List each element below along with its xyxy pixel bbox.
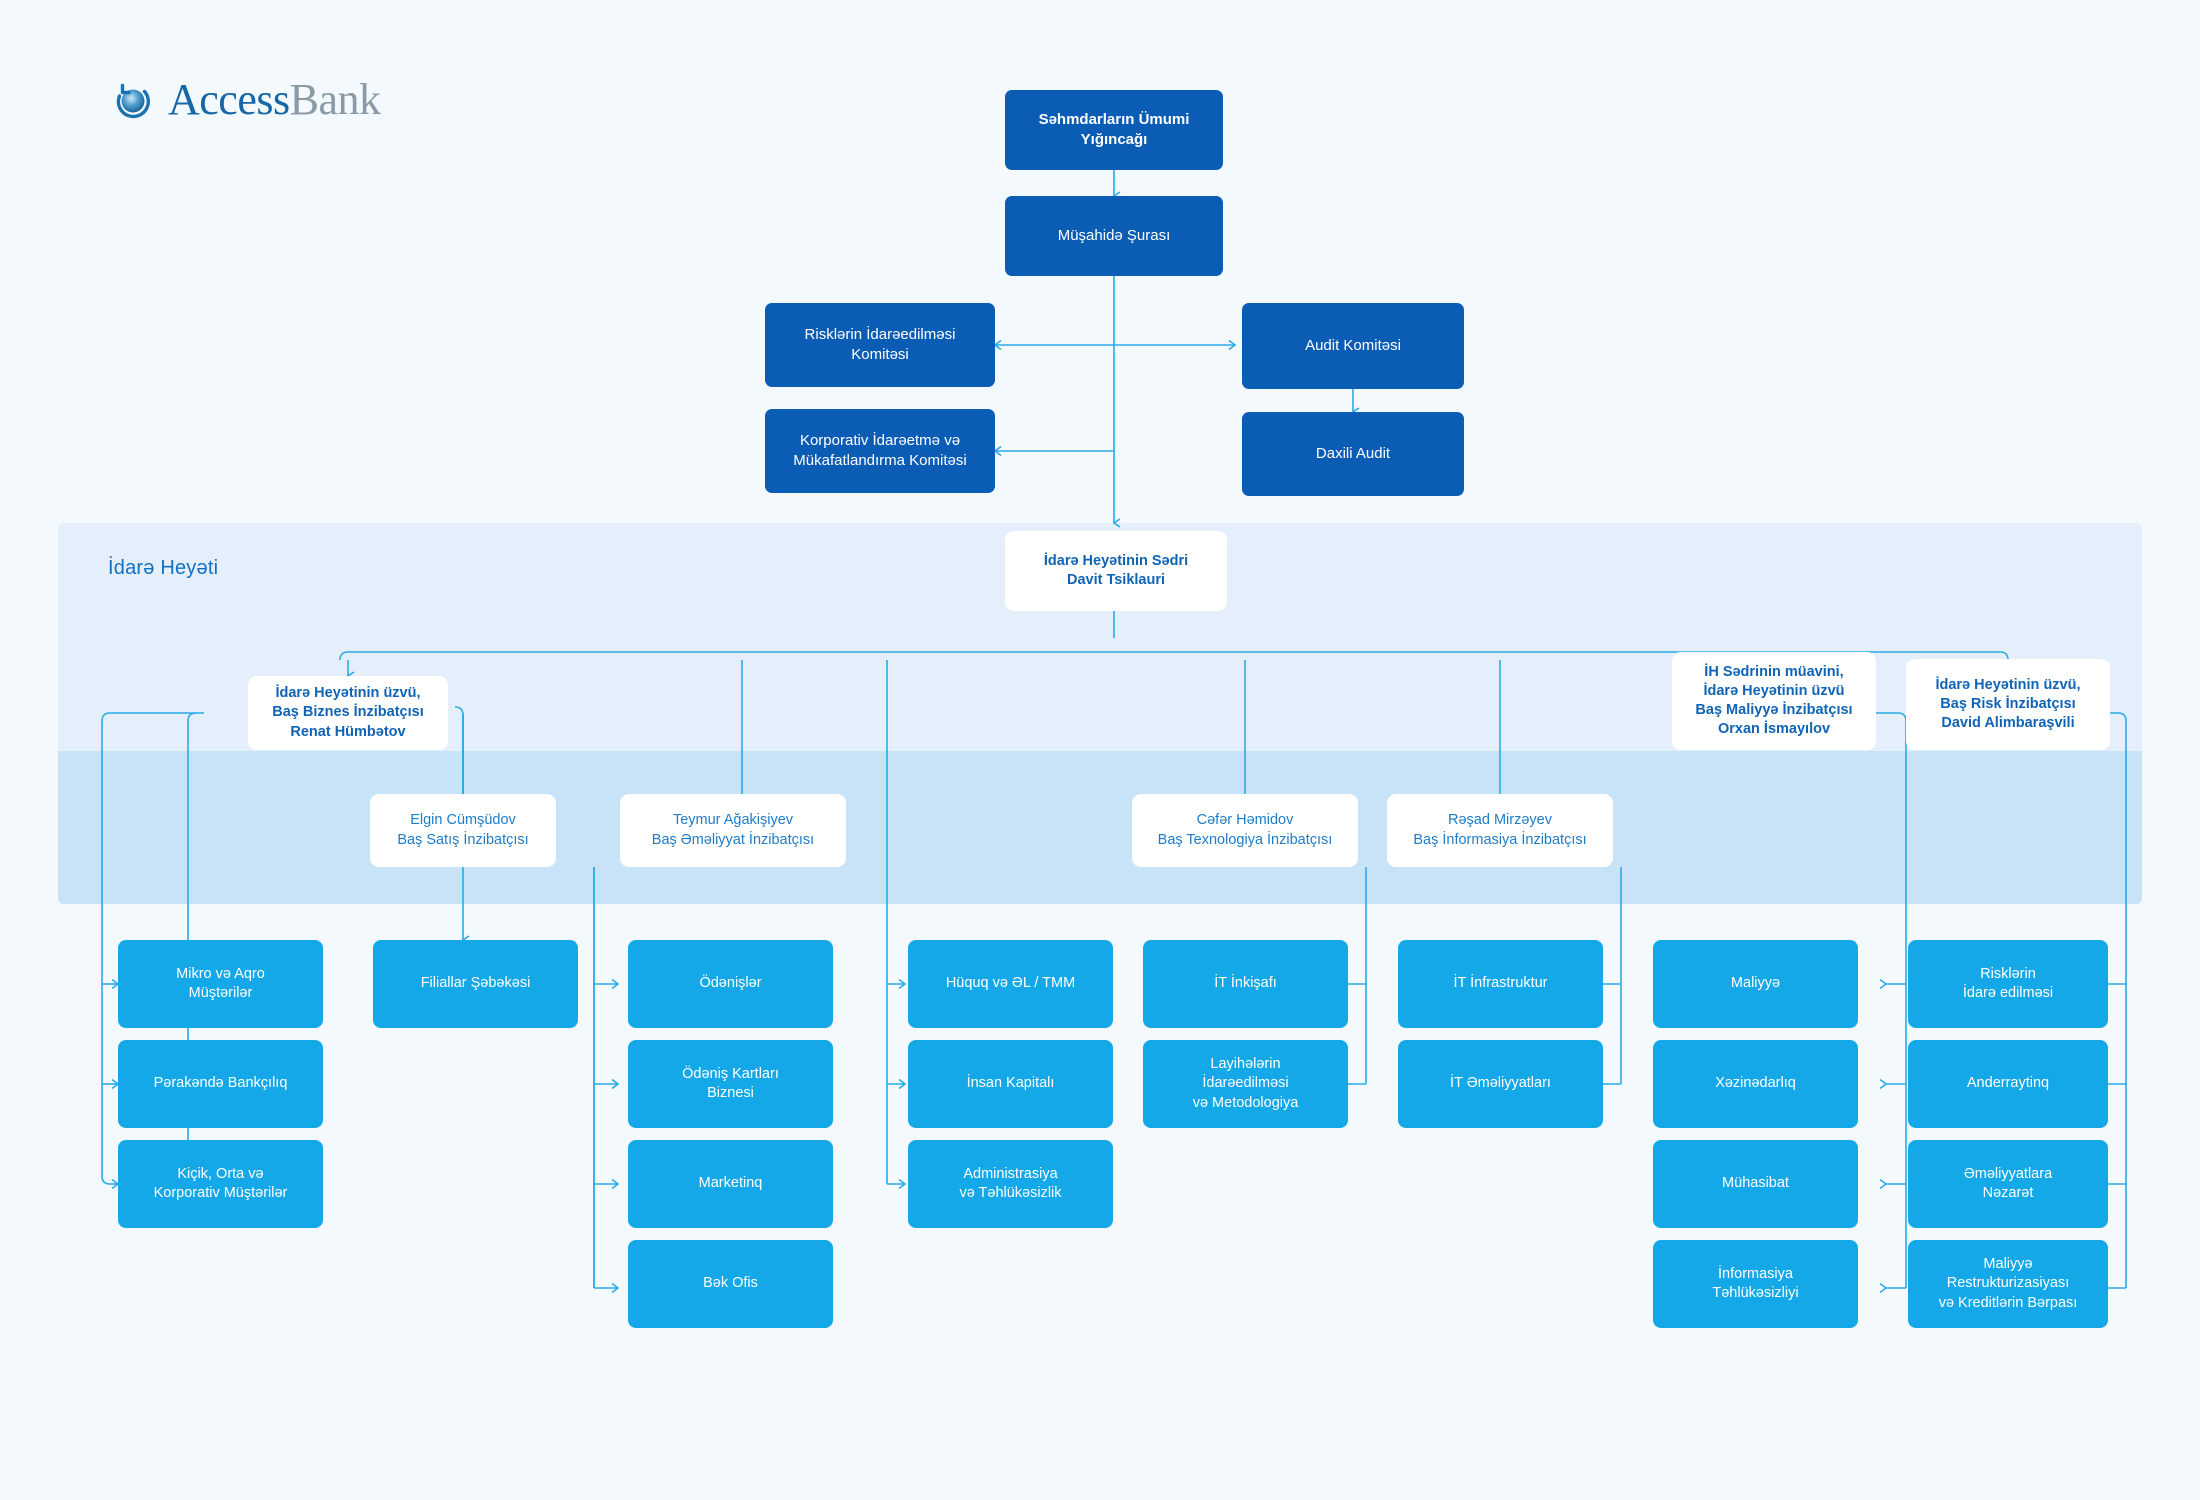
node-dept-accounting[interactable]: Mühasibat (1653, 1140, 1858, 1228)
node-audit-committee[interactable]: Audit Komitəsi (1242, 303, 1464, 389)
node-dept-sme-corporate[interactable]: Kiçik, Orta və Korporativ Müştərilər (118, 1140, 323, 1228)
board-band-label: İdarə Heyəti (108, 557, 219, 579)
node-board-member-cfo[interactable]: İH Sədrinin müavini, İdarə Heyətinin üzv… (1672, 652, 1876, 750)
node-dept-back-office[interactable]: Bək Ofis (628, 1240, 833, 1328)
node-dept-financial-restructuring[interactable]: Maliyyə Restrukturizasiyası və Kreditlər… (1908, 1240, 2108, 1328)
node-dept-human-capital[interactable]: İnsan Kapitalı (908, 1040, 1113, 1128)
node-dept-risk-management[interactable]: Risklərin İdarə edilməsi (1908, 940, 2108, 1028)
node-executive-cto[interactable]: Cəfər Həmidov Baş Texnologiya İnzibatçıs… (1132, 794, 1358, 867)
logo-word-bank: Bank (289, 75, 381, 124)
node-board-member-cbo[interactable]: İdarə Heyətinin üzvü, Baş Biznes İnzibat… (248, 676, 448, 750)
node-dept-retail-banking[interactable]: Pərakəndə Bankçılıq (118, 1040, 323, 1128)
logo-wordmark: AccessBank (168, 78, 381, 122)
node-risk-committee[interactable]: Risklərin İdarəedilməsi Komitəsi (765, 303, 995, 387)
node-dept-it-infrastructure[interactable]: İT İnfrastruktur (1398, 940, 1603, 1028)
node-dept-finance[interactable]: Maliyyə (1653, 940, 1858, 1028)
node-dept-underwriting[interactable]: Anderraytinq (1908, 1040, 2108, 1128)
node-dept-operations-control[interactable]: Əməliyyatlara Nəzarət (1908, 1140, 2108, 1228)
node-executive-cso[interactable]: Elgin Cümşüdov Baş Satış İnzibatçısı (370, 794, 556, 867)
node-dept-legal-tmm[interactable]: Hüquq və ƏL / TMM (908, 940, 1113, 1028)
node-dept-it-operations[interactable]: İT Əməliyyatları (1398, 1040, 1603, 1128)
node-dept-payments[interactable]: Ödənişlər (628, 940, 833, 1028)
node-chairman[interactable]: İdarə Heyətinin Sədri Davit Tsiklauri (1005, 531, 1227, 611)
node-executive-cio[interactable]: Rəşad Mirzəyev Baş İnformasiya İnzibatçı… (1387, 794, 1613, 867)
node-dept-information-security[interactable]: İnformasiya Təhlükəsizliyi (1653, 1240, 1858, 1328)
node-board-member-cro[interactable]: İdarə Heyətinin üzvü, Baş Risk İnzibatçı… (1906, 659, 2110, 750)
node-internal-audit[interactable]: Daxili Audit (1242, 412, 1464, 496)
node-supervisory-board[interactable]: Müşahidə Şurası (1005, 196, 1223, 276)
globe-icon (110, 78, 154, 122)
node-corporate-governance-committee[interactable]: Korporativ İdarəetmə və Mükafatlandırma … (765, 409, 995, 493)
node-dept-administration-security[interactable]: Administrasiya və Təhlükəsizlik (908, 1140, 1113, 1228)
node-dept-it-development[interactable]: İT İnkişafı (1143, 940, 1348, 1028)
node-shareholders-meeting[interactable]: Səhmdarların Ümumi Yığıncağı (1005, 90, 1223, 170)
node-dept-project-management[interactable]: Layihələrin İdarəedilməsi və Metodologiy… (1143, 1040, 1348, 1128)
accessbank-logo: AccessBank (110, 78, 381, 122)
node-dept-payment-cards[interactable]: Ödəniş Kartları Biznesi (628, 1040, 833, 1128)
node-executive-coo[interactable]: Teymur Ağakişiyev Baş Əməliyyat İnzibatç… (620, 794, 846, 867)
logo-word-access: Access (168, 75, 290, 124)
node-dept-treasury[interactable]: Xəzinədarlıq (1653, 1040, 1858, 1128)
node-dept-branch-network[interactable]: Filiallar Şəbəkəsi (373, 940, 578, 1028)
node-dept-marketing[interactable]: Marketinq (628, 1140, 833, 1228)
node-dept-micro-agro[interactable]: Mikro və Aqro Müştərilər (118, 940, 323, 1028)
